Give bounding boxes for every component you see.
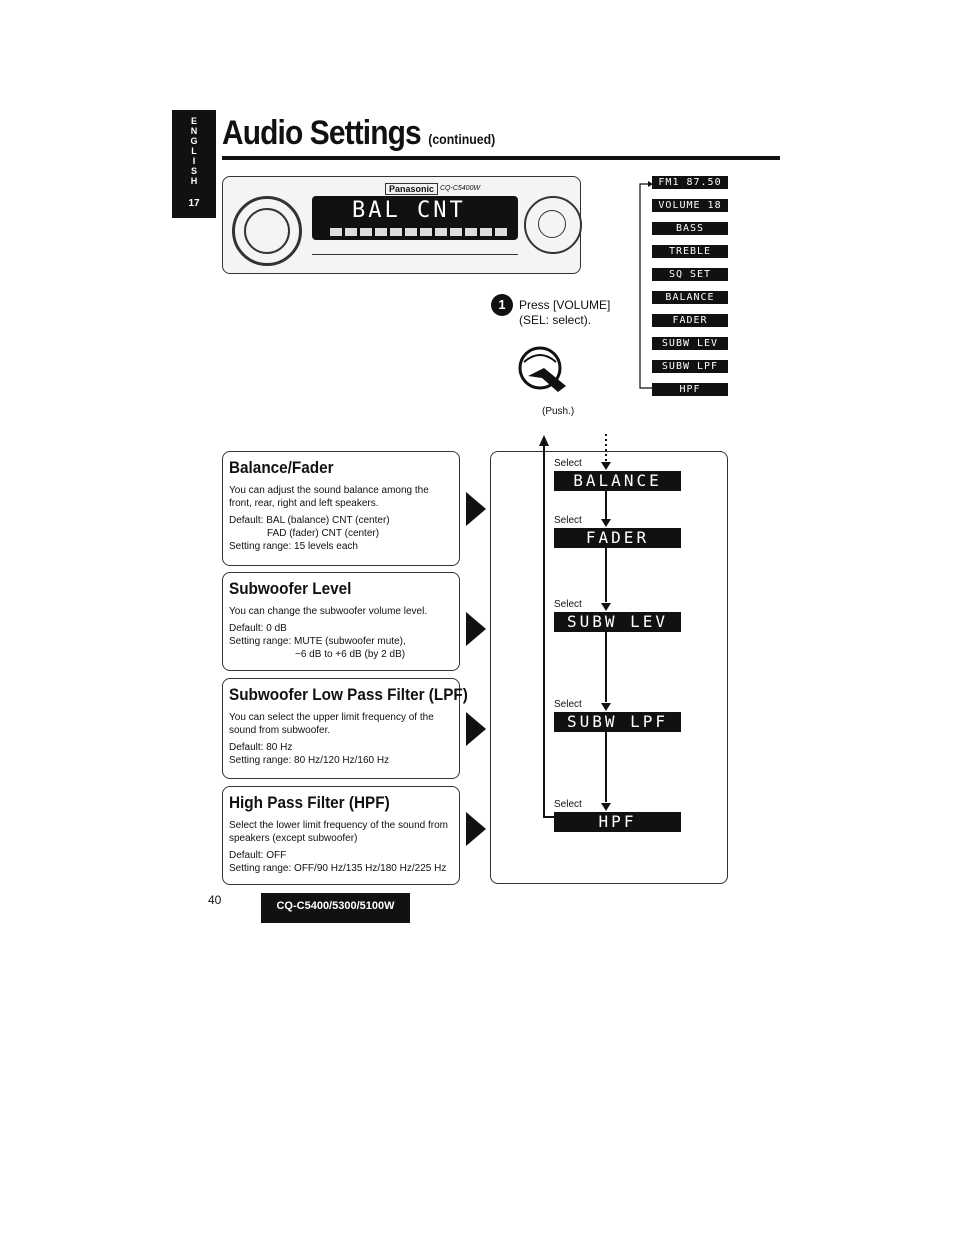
control-pad-icon bbox=[524, 196, 582, 254]
setting-description: You can change the subwoofer volume leve… bbox=[229, 606, 428, 617]
menu-item: BASS bbox=[652, 222, 728, 235]
setting-title: High Pass Filter (HPF) bbox=[229, 793, 390, 812]
setting-description: You can adjust the sound balance among t… bbox=[229, 485, 429, 509]
lang-letter: I bbox=[192, 156, 196, 166]
language-tab: E N G L I S H 17 bbox=[172, 110, 216, 218]
setting-description: Select the lower limit frequency of the … bbox=[229, 820, 448, 844]
setting-title: Subwoofer Low Pass Filter (LPF) bbox=[229, 685, 468, 704]
setting-title: Balance/Fader bbox=[229, 458, 334, 477]
setting-title: Subwoofer Level bbox=[229, 579, 352, 598]
press-line2: (SEL: select). bbox=[519, 313, 592, 327]
menu-item: BALANCE bbox=[652, 291, 728, 304]
title-continued: (continued) bbox=[428, 131, 496, 147]
menu-item: SQ SET bbox=[652, 268, 728, 281]
select-label: Select bbox=[554, 799, 582, 810]
menu-item: FADER bbox=[652, 314, 728, 327]
pointer-triangle-icon bbox=[466, 612, 486, 646]
push-caption: (Push.) bbox=[542, 406, 575, 417]
brand-logo: Panasonic bbox=[385, 183, 439, 195]
pointer-triangle-icon bbox=[466, 712, 486, 746]
flow-connector bbox=[605, 548, 607, 602]
select-label: Select bbox=[554, 515, 582, 526]
down-arrow-icon bbox=[601, 803, 611, 811]
down-arrow-icon bbox=[601, 462, 611, 470]
lang-letter: L bbox=[191, 146, 197, 156]
flow-connector bbox=[605, 732, 607, 802]
press-instruction: Press [VOLUME] (SEL: select). bbox=[519, 298, 610, 328]
flow-display-hpf: HPF bbox=[554, 812, 681, 832]
title-text: Audio Settings bbox=[222, 114, 422, 152]
preset-buttons bbox=[312, 254, 518, 265]
setting-range: Setting range: 80 Hz/120 Hz/160 Hz bbox=[229, 755, 390, 766]
menu-item: TREBLE bbox=[652, 245, 728, 258]
lang-letter: G bbox=[190, 136, 198, 146]
lang-letter: N bbox=[190, 126, 198, 136]
select-label: Select bbox=[554, 599, 582, 610]
menu-item: SUBW LPF bbox=[652, 360, 728, 373]
flow-arrows bbox=[539, 434, 607, 818]
volume-knob-icon bbox=[232, 196, 302, 266]
setting-default: Default: 0 dB bbox=[229, 623, 287, 634]
setting-default: Default: OFF bbox=[229, 850, 287, 861]
setting-default: Default: 80 Hz bbox=[229, 742, 293, 753]
menu-chain: FM1 87.50 VOLUME 18 BASS TREBLE SQ SET B… bbox=[652, 176, 728, 406]
page-title: Audio Settings (continued) bbox=[222, 114, 495, 153]
step-number-badge: 1 bbox=[491, 294, 513, 316]
setting-default: Default: BAL (balance) CNT (center) bbox=[229, 515, 390, 526]
setting-default-2: FAD (fader) CNT (center) bbox=[267, 528, 380, 539]
setting-hpf: High Pass Filter (HPF) Select the lower … bbox=[222, 786, 460, 885]
volume-knob-inner bbox=[244, 208, 290, 254]
lang-letter: S bbox=[190, 166, 197, 176]
menu-loop-arrow bbox=[639, 181, 653, 389]
flow-connector bbox=[605, 632, 607, 702]
flow-connector bbox=[605, 491, 607, 519]
hand-pushing-knob-icon bbox=[518, 346, 566, 392]
lcd-level-bars bbox=[330, 228, 510, 236]
setting-range: Setting range: OFF/90 Hz/135 Hz/180 Hz/2… bbox=[229, 863, 447, 874]
menu-item: FM1 87.50 bbox=[652, 176, 728, 189]
page-number: 40 bbox=[208, 893, 222, 907]
selection-flow-panel bbox=[490, 451, 728, 884]
flow-display-balance: BALANCE bbox=[554, 471, 681, 491]
control-pad-center bbox=[538, 210, 566, 238]
menu-item: VOLUME 18 bbox=[652, 199, 728, 212]
menu-item: HPF bbox=[652, 383, 728, 396]
down-arrow-icon bbox=[601, 703, 611, 711]
setting-subwoofer-level: Subwoofer Level You can change the subwo… bbox=[222, 572, 460, 671]
pointer-triangle-icon bbox=[466, 492, 486, 526]
flow-display-subw-lpf: SUBW LPF bbox=[554, 712, 681, 732]
lang-letter: E bbox=[190, 116, 197, 126]
section-page-number: 17 bbox=[188, 198, 200, 209]
title-rule bbox=[222, 156, 780, 160]
select-label: Select bbox=[554, 458, 582, 469]
pointer-triangle-icon bbox=[466, 812, 486, 846]
press-line1: Press [VOLUME] bbox=[519, 298, 611, 312]
setting-range: Setting range: MUTE (subwoofer mute), bbox=[229, 636, 406, 647]
lang-letter: H bbox=[190, 176, 198, 186]
model-footer: CQ-C5400/5300/5100W bbox=[261, 893, 410, 923]
setting-range-2: −6 dB to +6 dB (by 2 dB) bbox=[295, 649, 406, 660]
menu-item: SUBW LEV bbox=[652, 337, 728, 350]
select-label: Select bbox=[554, 699, 582, 710]
setting-balance-fader: Balance/Fader You can adjust the sound b… bbox=[222, 451, 460, 566]
device-model-label: CQ-C5400W bbox=[440, 185, 481, 192]
setting-subwoofer-lpf: Subwoofer Low Pass Filter (LPF) You can … bbox=[222, 678, 468, 779]
setting-description: You can select the upper limit frequency… bbox=[229, 712, 434, 736]
flow-display-subw-lev: SUBW LEV bbox=[554, 612, 681, 632]
flow-display-fader: FADER bbox=[554, 528, 681, 548]
down-arrow-icon bbox=[601, 519, 611, 527]
down-arrow-icon bbox=[601, 603, 611, 611]
setting-range: Setting range: 15 levels each bbox=[229, 541, 358, 552]
